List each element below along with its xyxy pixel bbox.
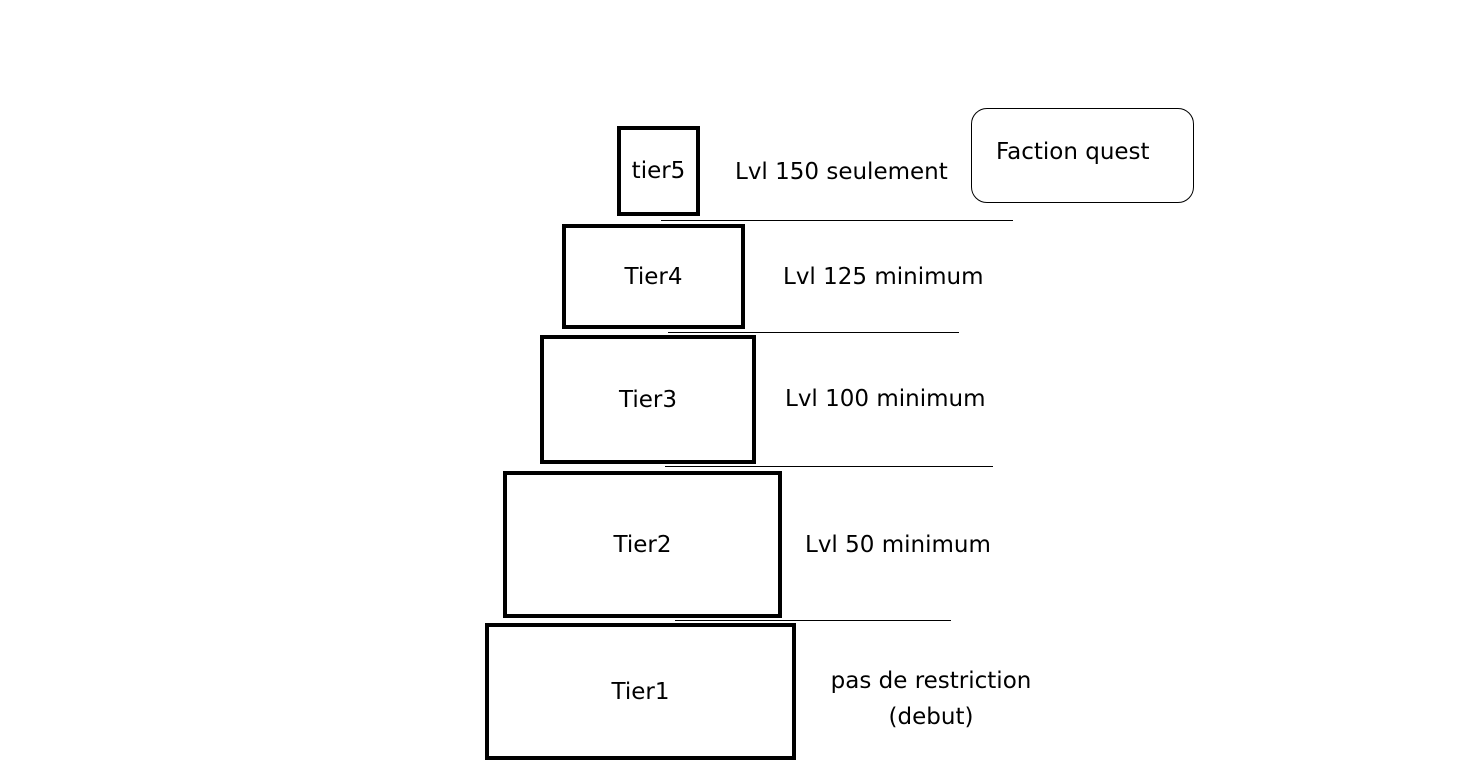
divider-tier2-tier1 <box>675 620 951 621</box>
tier2-box: Tier2 <box>503 471 782 618</box>
tier3-level-label: Lvl 100 minimum <box>785 386 986 412</box>
tier1-restriction-line2: (debut) <box>888 704 974 730</box>
tier1-restriction-line1: pas de restriction <box>830 668 1032 694</box>
divider-tier3-tier2 <box>665 466 993 467</box>
tier2-label: Tier2 <box>613 531 672 558</box>
tier5-level-label: Lvl 150 seulement <box>735 159 948 185</box>
divider-tier4-tier3 <box>668 332 959 333</box>
tier4-level-label: Lvl 125 minimum <box>783 264 984 290</box>
tier1-restriction-label: pas de restriction (debut) <box>822 663 1040 735</box>
tier3-box: Tier3 <box>540 335 756 464</box>
tier4-box: Tier4 <box>562 224 745 329</box>
tier5-label: tier5 <box>631 158 686 184</box>
tier2-level-label: Lvl 50 minimum <box>805 532 991 558</box>
tier4-label: Tier4 <box>624 263 683 290</box>
tier3-label: Tier3 <box>619 386 677 413</box>
tier1-box: Tier1 <box>485 623 796 760</box>
divider-tier5-tier4 <box>661 220 1013 221</box>
tier1-label: Tier1 <box>611 678 670 705</box>
tier5-box: tier5 <box>617 126 700 216</box>
faction-quest-box: Faction quest <box>971 108 1194 203</box>
faction-quest-label: Faction quest <box>996 139 1150 165</box>
